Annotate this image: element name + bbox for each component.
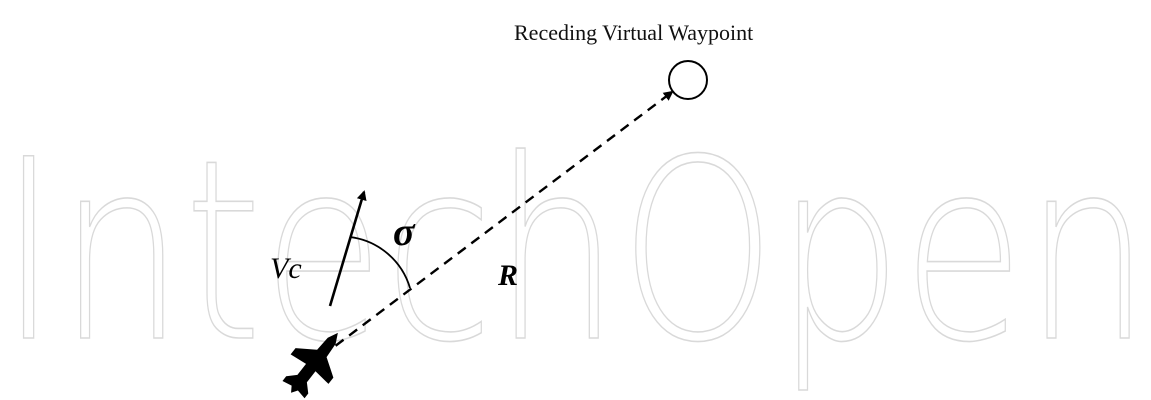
velocity-label: Vc [270,252,302,285]
watermark: IntechOpen [0,106,1151,397]
aircraft-silhouette-icon [282,332,338,399]
range-line [321,90,674,357]
velocity-vector [328,190,367,307]
waypoint-circle-icon [668,60,708,100]
angle-arc [349,236,411,289]
angle-label: σ [393,209,416,254]
waypoint-label: Receding Virtual Waypoint [514,20,753,45]
range-label: R [497,259,518,292]
